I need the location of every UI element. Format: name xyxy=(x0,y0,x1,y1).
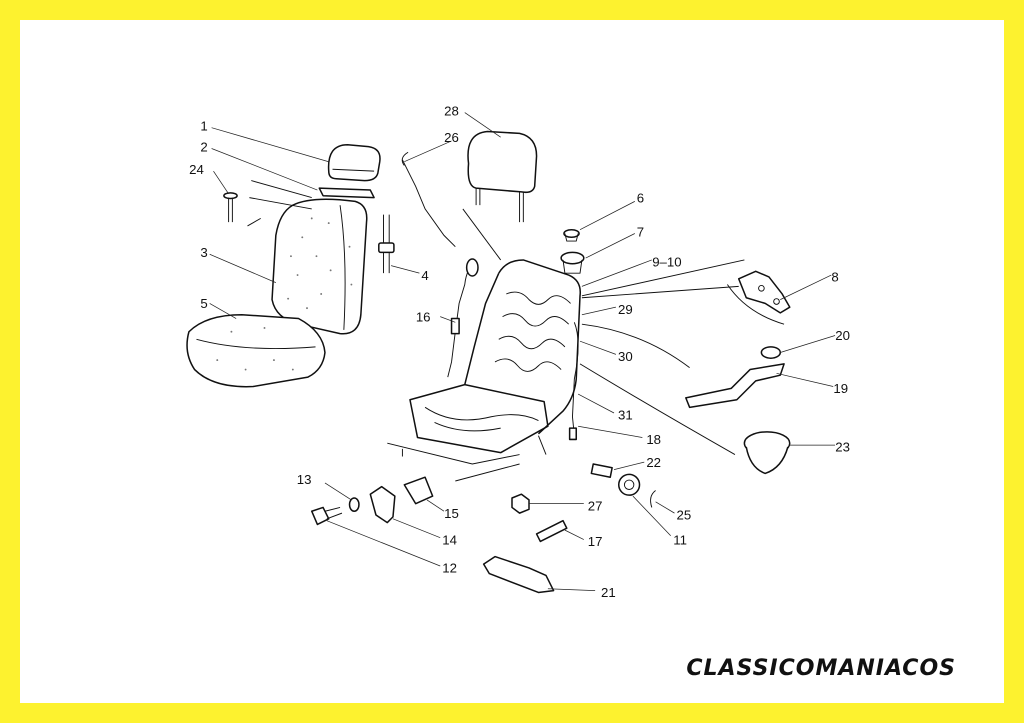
headrest-part-28 xyxy=(467,130,538,223)
part-label-21: 13 xyxy=(297,472,312,487)
rail-part-21 xyxy=(482,555,555,594)
leader-line-28 xyxy=(564,529,584,540)
bracket-part-14 xyxy=(369,485,396,524)
part-label-0: 1 xyxy=(200,119,207,134)
cap-part-6 xyxy=(563,228,580,242)
part-label-15: 30 xyxy=(618,349,633,364)
leader-line-22 xyxy=(426,499,445,512)
part-label-11: 9–10 xyxy=(652,255,681,270)
leader-line-21 xyxy=(324,482,352,501)
part-label-19: 23 xyxy=(835,440,850,455)
handwheel-part-11 xyxy=(617,473,641,496)
bolt-part-12 xyxy=(310,506,343,526)
part-label-5: 28 xyxy=(444,103,459,118)
backrest-part-3 xyxy=(271,198,368,335)
leader-line-26 xyxy=(632,495,671,537)
leader-line-11 xyxy=(581,259,652,287)
exploded-seat-diagram: 1224352826416679–10829203019311823221315… xyxy=(186,103,850,600)
part-label-16: 19 xyxy=(833,381,848,396)
leader-line-0 xyxy=(211,127,329,163)
leader-line-3 xyxy=(209,253,276,283)
part-label-17: 31 xyxy=(618,408,633,423)
part-label-26: 11 xyxy=(673,532,687,547)
leader-line-13 xyxy=(581,306,616,316)
part-label-9: 6 xyxy=(637,190,644,205)
leader-line-2 xyxy=(213,170,229,195)
bolt-part-24 xyxy=(223,192,238,223)
plug-part-20 xyxy=(760,346,782,359)
leader-line-6 xyxy=(404,140,452,163)
part-label-layer: 1224352826416679–10829203019311823221315… xyxy=(189,103,850,600)
part-label-4: 5 xyxy=(200,296,207,311)
guide-lines xyxy=(247,180,785,455)
nut-part-27 xyxy=(511,493,530,514)
washer-part-13 xyxy=(348,497,360,512)
leader-line-17 xyxy=(577,393,615,414)
pin-part-22 xyxy=(590,463,613,478)
cable-part-16 xyxy=(447,258,479,378)
clip-part-25 xyxy=(650,490,656,508)
bushing-part-7 xyxy=(560,251,585,274)
leader-line-12 xyxy=(780,274,832,300)
part-label-25: 14 xyxy=(442,532,457,547)
guide-part-4 xyxy=(378,214,395,274)
seat-cushion-part-5 xyxy=(186,313,326,388)
leader-line-20 xyxy=(613,461,645,471)
part-label-7: 4 xyxy=(421,268,428,283)
watermark-brand: CLASSICOMANIACOS xyxy=(686,656,956,681)
part-label-1: 2 xyxy=(200,139,207,154)
rail-part-19 xyxy=(685,363,785,409)
cable-part-31 xyxy=(568,322,579,441)
knob-part-23 xyxy=(743,431,791,475)
part-label-13: 29 xyxy=(618,302,633,317)
leader-line-8 xyxy=(440,316,456,323)
part-label-29: 21 xyxy=(601,585,616,600)
part-label-22: 15 xyxy=(444,506,459,521)
trim-part-2 xyxy=(318,187,375,199)
leader-line-10 xyxy=(585,233,635,259)
part-label-3: 3 xyxy=(200,245,207,260)
leader-line-7 xyxy=(390,265,420,274)
part-label-27: 12 xyxy=(442,561,457,576)
part-label-10: 7 xyxy=(637,224,644,239)
leader-line-4 xyxy=(209,303,237,319)
leader-line-15 xyxy=(579,340,617,355)
leader-line-25 xyxy=(392,518,441,539)
cable-part-26 xyxy=(401,151,456,248)
part-label-28: 17 xyxy=(588,534,603,549)
leader-line-1 xyxy=(211,148,318,191)
part-label-18: 18 xyxy=(646,432,661,447)
part-label-14: 20 xyxy=(835,328,850,343)
leader-line-9 xyxy=(579,201,635,231)
leader-line-16 xyxy=(776,372,834,387)
bolt-part-17 xyxy=(535,519,568,543)
seat-frame-part-29 xyxy=(387,259,582,482)
leader-line-18 xyxy=(578,425,643,438)
part-label-23: 27 xyxy=(588,498,603,513)
leader-line-5 xyxy=(464,112,501,138)
part-label-24: 25 xyxy=(677,508,692,523)
leader-line-14 xyxy=(780,335,836,353)
headrest-part-1 xyxy=(327,143,381,182)
leader-line-29 xyxy=(547,588,596,591)
part-label-6: 26 xyxy=(444,130,459,145)
leader-line-24 xyxy=(655,501,675,514)
part-label-12: 8 xyxy=(831,270,838,285)
bracket-part-8 xyxy=(737,270,791,314)
part-label-2: 24 xyxy=(189,162,204,177)
part-label-8: 16 xyxy=(416,309,431,324)
part-label-20: 22 xyxy=(646,455,661,470)
cover-part-15 xyxy=(403,476,434,505)
leader-line-27 xyxy=(326,520,441,567)
